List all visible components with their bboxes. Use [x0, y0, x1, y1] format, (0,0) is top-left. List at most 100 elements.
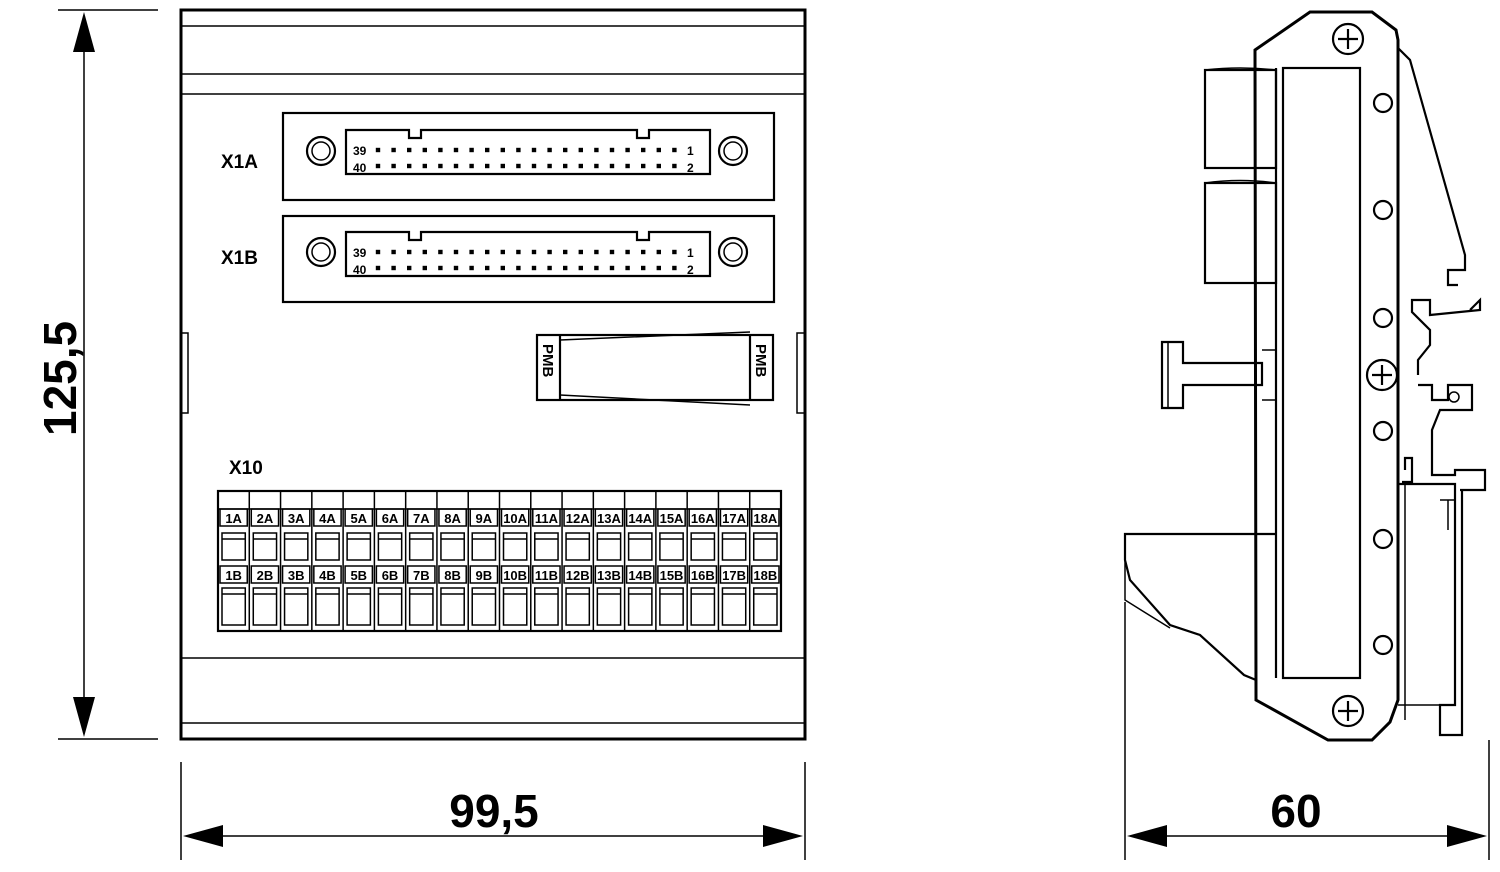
arrow-left-icon — [183, 825, 223, 847]
pin-contact — [422, 147, 427, 153]
spring-opening[interactable] — [315, 532, 340, 561]
spring-opening[interactable] — [408, 532, 434, 561]
spring-opening[interactable] — [283, 587, 309, 626]
spring-opening[interactable] — [377, 587, 403, 626]
pin-label: 39 — [353, 246, 367, 260]
pin-contact — [656, 249, 661, 255]
label-cell — [375, 565, 405, 584]
width-dimension: 99,5 — [180, 762, 806, 860]
pin-contact — [625, 265, 630, 271]
terminal-label-b: 3B — [288, 568, 305, 583]
terminal-label-a: 6A — [382, 511, 399, 526]
spring-opening[interactable] — [471, 532, 497, 561]
din-clip-profile — [1410, 297, 1482, 375]
depth-dimension: 60 — [1124, 602, 1490, 860]
spring-opening[interactable] — [534, 532, 559, 561]
spring-opening[interactable] — [440, 587, 465, 626]
spring-opening[interactable] — [596, 587, 622, 626]
mounting-hole-icon — [311, 141, 331, 161]
ribbon-plug-top — [1203, 68, 1278, 170]
pin-contact — [516, 163, 521, 169]
terminal-label-b: 8B — [444, 568, 461, 583]
pin-contact — [438, 163, 443, 169]
pin-contact — [438, 265, 443, 271]
label-cell — [250, 565, 280, 584]
spring-opening[interactable] — [283, 532, 309, 561]
spring-opening[interactable] — [502, 532, 528, 561]
spring-opening[interactable] — [502, 587, 528, 626]
spring-opening[interactable] — [221, 587, 247, 626]
clip-foot — [1402, 456, 1414, 484]
plug-edge — [1204, 179, 1277, 184]
spring-opening[interactable] — [534, 587, 559, 626]
hole-icon — [1372, 92, 1394, 114]
spring-opening[interactable] — [252, 587, 278, 626]
spring-opening[interactable] — [565, 532, 591, 561]
terminal-label-b: 14B — [628, 568, 652, 583]
spring-opening[interactable] — [721, 532, 747, 561]
spring-opening[interactable] — [440, 532, 465, 561]
spring-opening[interactable] — [471, 587, 497, 626]
spring-opening[interactable] — [408, 587, 434, 626]
pin-contact — [391, 265, 396, 271]
label-cell — [313, 565, 342, 584]
spring-opening[interactable] — [721, 587, 747, 626]
spring-opening[interactable] — [596, 532, 622, 561]
pin-contact — [407, 163, 412, 169]
spring-opening[interactable] — [752, 587, 778, 626]
terminal-label-a: 17A — [722, 511, 746, 526]
spring-opening[interactable] — [659, 532, 684, 561]
connector-label: X1B — [221, 248, 258, 269]
terminal-block-label: X10 — [229, 458, 263, 479]
spring-opening[interactable] — [346, 587, 372, 626]
label-cell — [281, 565, 311, 584]
pin-contact — [609, 249, 615, 255]
spring-opening[interactable] — [346, 532, 372, 561]
label-cell — [219, 565, 249, 584]
front-housing — [179, 8, 807, 741]
spring-opening[interactable] — [315, 587, 340, 626]
terminal-label-b: 1B — [225, 568, 242, 583]
pmb-frame — [535, 333, 775, 402]
spring-opening[interactable] — [377, 532, 403, 561]
pin-contact — [469, 163, 474, 169]
side-clip-left — [180, 332, 189, 414]
terminal-label-a: 11A — [535, 511, 559, 526]
pin-contact — [563, 249, 568, 255]
terminal-label-a: 4A — [319, 511, 336, 526]
pin-contact — [469, 265, 474, 271]
pin-contact — [422, 265, 427, 271]
pin-contact — [485, 265, 490, 271]
pin-contact — [516, 147, 521, 153]
plus-screw-icon — [1331, 694, 1365, 728]
spring-opening[interactable] — [252, 532, 278, 561]
label-cell — [344, 565, 374, 584]
label-cell — [657, 565, 686, 584]
pin-contact — [531, 163, 537, 169]
mounting-hole-icon — [717, 135, 749, 167]
pin-contact — [485, 147, 490, 153]
spring-opening[interactable] — [690, 587, 716, 626]
side-body-outline — [1253, 10, 1400, 742]
spring-opening[interactable] — [565, 587, 591, 626]
terminal-label-a: 8A — [444, 511, 461, 526]
spring-opening[interactable] — [627, 532, 653, 561]
arrow-down-icon — [73, 697, 95, 737]
terminal-label-a: 1A — [225, 511, 242, 526]
hole-icon — [1372, 634, 1394, 656]
pin-contact — [609, 163, 615, 169]
spring-opening[interactable] — [752, 532, 778, 561]
hole-icon — [1372, 420, 1394, 442]
spring-opening[interactable] — [690, 532, 716, 561]
spring-opening[interactable] — [659, 587, 684, 626]
spring-opening[interactable] — [627, 587, 653, 626]
plus-screw-icon — [1365, 358, 1399, 392]
pin-contact — [641, 163, 646, 169]
terminal-label-b: 10B — [503, 568, 527, 583]
spring-opening[interactable] — [221, 532, 247, 561]
